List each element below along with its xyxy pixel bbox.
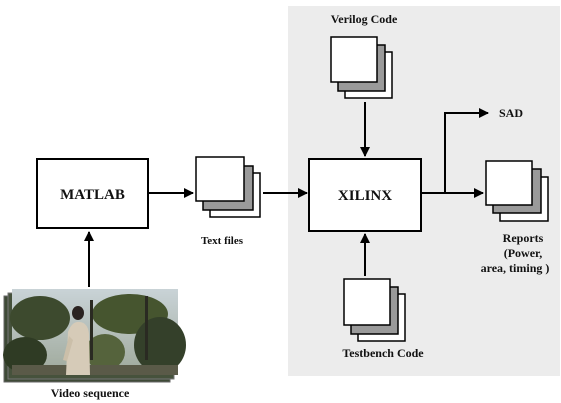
matlab-block: MATLAB (36, 158, 149, 229)
text-files-stack (195, 156, 261, 218)
video-sequence-frames (3, 289, 186, 383)
text-files-label: Text files (201, 235, 244, 247)
reports-label-line3: area, timing ) (481, 261, 550, 275)
verilog-code-stack (330, 36, 393, 99)
testbench-code-label: Testbench Code (342, 346, 424, 360)
testbench-code-stack (343, 278, 406, 342)
video-sequence-label: Video sequence (51, 386, 130, 400)
reports-label-line1: Reports (503, 231, 544, 245)
matlab-label: MATLAB (60, 187, 125, 203)
reports-label-line2: (Power, (504, 246, 543, 260)
video-frame-image (3, 289, 186, 375)
arrow-xilinx-to-sad (444, 108, 489, 193)
verilog-code-label: Verilog Code (331, 12, 398, 26)
xilinx-label: XILINX (338, 188, 392, 204)
xilinx-block: XILINX (308, 158, 422, 232)
sad-label: SAD (499, 106, 523, 120)
reports-stack (485, 160, 549, 222)
